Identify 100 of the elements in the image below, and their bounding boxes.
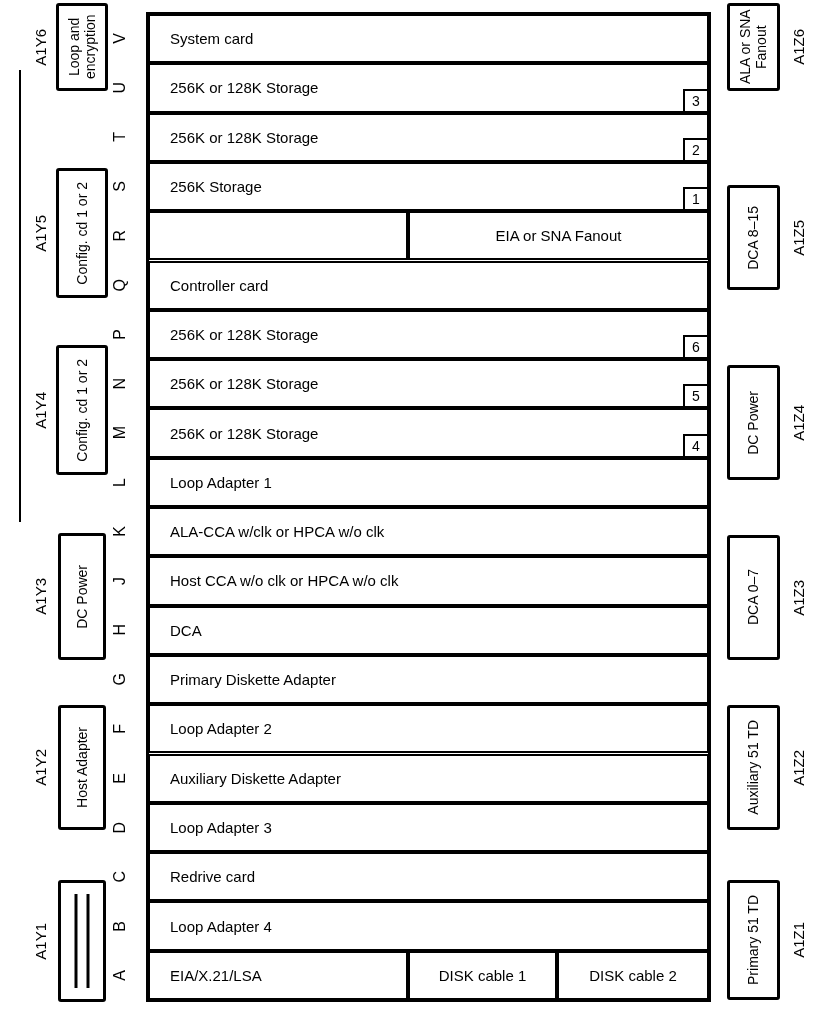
card-name: Primary Diskette Adapter — [170, 672, 336, 688]
card-slot — [148, 753, 709, 803]
slot-label: Loop and encryption — [65, 13, 99, 82]
slot-position-letter: B — [112, 920, 128, 932]
card-slot — [148, 211, 408, 261]
connector-slot-box — [56, 3, 108, 91]
slot-position-letter: D — [112, 821, 128, 834]
slot-position-letter: N — [112, 377, 128, 390]
slot-label: DC Power — [73, 564, 91, 629]
connector-slot-box — [727, 3, 780, 91]
slot-position-letter: R — [112, 230, 128, 242]
connector-slot-box — [56, 345, 108, 475]
card-name: Auxiliary Diskette Adapter — [170, 770, 341, 786]
slot-number-box: 5 — [683, 384, 707, 407]
connector-slot-box — [727, 365, 780, 480]
card-name: Controller card — [170, 277, 269, 293]
card-slot — [148, 556, 709, 606]
card-name: 256K or 128K Storage — [170, 129, 319, 145]
slot-position-letter: M — [112, 426, 128, 440]
card-name: 256K or 128K Storage — [170, 80, 319, 96]
card-slot — [148, 408, 709, 458]
slot-id-label: A1Y1 — [32, 922, 48, 960]
connector-slot-box — [727, 705, 780, 830]
card-slot — [408, 211, 709, 261]
card-name: Redrive card — [170, 869, 256, 885]
card-name: Loop Adapter 4 — [170, 918, 272, 934]
slot-position-letter: L — [112, 477, 128, 487]
card-name: DCA — [170, 622, 202, 638]
slot-position-letter: E — [112, 772, 128, 784]
slot-id-label: A1Y2 — [32, 749, 48, 786]
connector-slot-box — [58, 705, 106, 830]
card-slot — [148, 654, 709, 705]
slot-id-label: A1Y3 — [32, 578, 48, 615]
card-slot — [148, 507, 709, 557]
card-name: DISK cable 1 — [438, 967, 527, 983]
slot-id-label: A1Z2 — [790, 749, 806, 786]
connector-slot-box — [727, 880, 780, 1000]
card-slot — [148, 950, 408, 1000]
slot-position-letter: H — [112, 624, 128, 636]
card-slot — [148, 14, 709, 64]
slot-label: DCA 0–7 — [745, 569, 762, 626]
card-slot — [148, 161, 709, 212]
card-name: Loop Adapter 1 — [170, 474, 272, 490]
card-slot — [148, 309, 709, 360]
card-name: 256K or 128K Storage — [170, 425, 319, 441]
slot-number-box: 6 — [683, 335, 707, 358]
card-name: EIA/X.21/LSA — [170, 967, 262, 983]
slot-position-letter: V — [112, 33, 128, 44]
card-slot — [557, 950, 709, 1000]
card-name: 256K or 128K Storage — [170, 326, 319, 342]
slot-id-label: A1Z3 — [790, 579, 806, 616]
slot-label: Config. cd 1 or 2 — [73, 358, 91, 462]
card-slot — [148, 112, 709, 162]
slot-number-box: 1 — [683, 187, 707, 210]
card-name: ALA-CCA w/clk or HPCA w/o clk — [170, 524, 385, 540]
slot-number-box: 2 — [683, 137, 707, 160]
card-slot — [148, 802, 709, 853]
slot-label: Host Adapter — [73, 727, 91, 808]
slot-position-letter: U — [112, 82, 128, 94]
slot-id-label: A1Z6 — [790, 29, 806, 65]
slot-position-letter: C — [112, 870, 128, 883]
slot-number-box: 4 — [683, 433, 707, 456]
slot-id-label: A1Y5 — [32, 214, 48, 252]
slot-id-label: A1Z4 — [790, 404, 806, 441]
slot-position-letter: G — [112, 673, 128, 686]
card-slot — [148, 852, 709, 902]
card-slot — [148, 605, 709, 655]
slot-position-letter: J — [112, 576, 128, 585]
card-name: Loop Adapter 2 — [170, 721, 272, 737]
card-name: 256K Storage — [170, 179, 262, 195]
slot-position-letter: Q — [112, 278, 128, 292]
connector-slot-box — [58, 880, 106, 1002]
slot-position-letter: P — [112, 329, 128, 340]
slot-position-letter: A — [112, 970, 128, 981]
card-name: EIA or SNA Fanout — [495, 228, 622, 244]
card-slot — [148, 359, 709, 409]
slot-label: Config. cd 1 or 2 — [73, 181, 91, 285]
card-name: Host CCA w/o clk or HPCA w/o clk — [170, 573, 399, 589]
slot-id-label: A1Z1 — [790, 922, 806, 958]
card-slot — [148, 901, 709, 951]
slot-label: DC Power — [745, 390, 762, 455]
card-slot — [148, 260, 709, 310]
connector-slot-box — [58, 533, 106, 660]
card-name: DISK cable 2 — [589, 967, 677, 983]
slot-label: DCA 8–15 — [745, 205, 762, 270]
connector-slot-box — [56, 168, 108, 298]
card-name: 256K or 128K Storage — [170, 376, 319, 392]
slot-position-letter: S — [112, 181, 128, 192]
card-slot — [148, 704, 709, 754]
slot-position-letter: K — [112, 526, 128, 537]
slot-id-label: A1Y4 — [32, 391, 48, 429]
card-slot — [408, 950, 557, 1000]
slot-label: Primary 51 TD — [745, 895, 762, 985]
slot-id-label: A1Y6 — [32, 28, 48, 66]
card-name: System card — [170, 31, 254, 47]
connector-slot-box — [727, 535, 780, 660]
slot-position-letter: T — [112, 132, 128, 143]
slot-label: Auxiliary 51 TD — [745, 720, 762, 815]
card-slot — [148, 63, 709, 113]
slot-position-letter: F — [112, 723, 128, 734]
